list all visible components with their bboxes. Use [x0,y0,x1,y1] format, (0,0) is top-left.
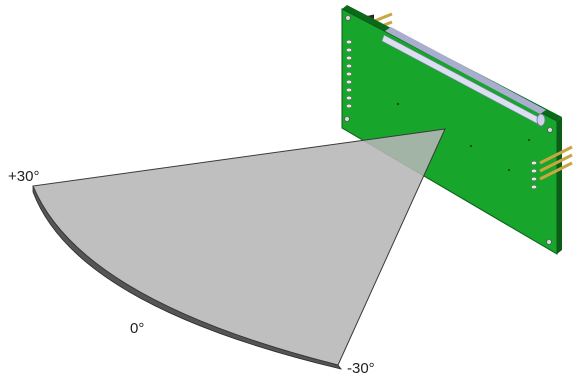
detection-cone-face [32,128,446,366]
pcb-side-edge [557,117,562,254]
angle-label-zero: 0° [130,320,144,337]
right-pad-row [531,160,537,190]
sensor-board [341,5,573,255]
sensor-tube [381,27,546,127]
detection-cone [32,128,446,370]
left-pad-row [346,39,352,109]
side-pin-header [539,145,573,181]
angle-label-plus-30: +30° [8,168,39,185]
angle-label-minus-30: -30° [347,360,375,376]
